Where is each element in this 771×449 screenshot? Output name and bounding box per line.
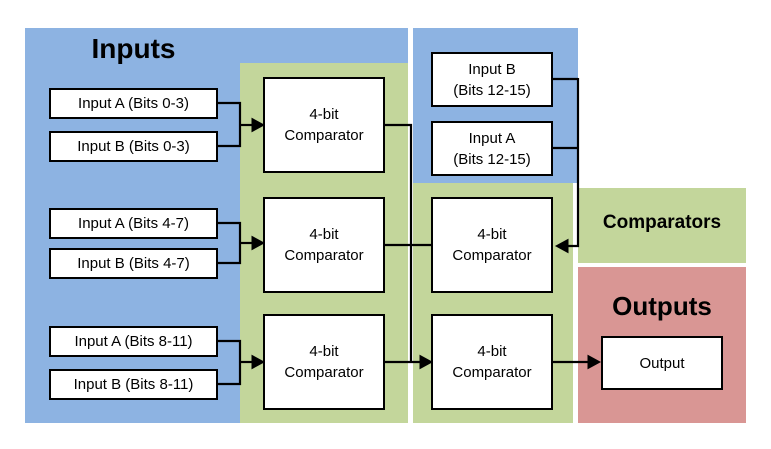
stage2-comparator-lower-box: 4-bit Comparator — [431, 314, 553, 410]
node-label: 4-bit — [477, 343, 507, 360]
comparators-region-label-area — [578, 188, 746, 263]
node-label: Comparator — [452, 364, 532, 381]
comparator-bits-4-7-box: 4-bit Comparator — [263, 197, 385, 293]
inputs-region-label: Inputs — [91, 33, 176, 64]
node-label: Input A (Bits 4-7) — [78, 215, 189, 232]
comparator-bits-0-3-box: 4-bit Comparator — [263, 77, 385, 173]
input-b-bits-0-3-box: Input B (Bits 0-3) — [49, 131, 218, 162]
node-label: Input B — [468, 60, 516, 78]
node-label: 4-bit — [477, 226, 507, 243]
input-b-bits-12-15-box: Input B (Bits 12-15) — [431, 52, 553, 107]
node-label: Comparator — [284, 364, 364, 381]
node-label: Input B (Bits 8-11) — [73, 376, 194, 393]
node-label: Comparator — [452, 247, 532, 264]
node-label: 4-bit — [309, 106, 339, 123]
input-b-bits-4-7-box: Input B (Bits 4-7) — [49, 248, 218, 279]
node-label: Input A (Bits 8-11) — [74, 333, 193, 350]
input-a-bits-0-3-box: Input A (Bits 0-3) — [49, 88, 218, 119]
node-label: Input A — [468, 129, 516, 147]
node-label: Comparator — [284, 127, 364, 144]
input-b-bits-8-11-box: Input B (Bits 8-11) — [49, 369, 218, 400]
node-label: 4-bit — [309, 226, 339, 243]
node-label: Output — [639, 354, 685, 372]
outputs-region-label: Outputs — [612, 291, 712, 321]
comparator-bits-8-11-box: 4-bit Comparator — [263, 314, 385, 410]
node-label: Input B (Bits 0-3) — [77, 138, 190, 155]
node-label: Comparator — [284, 247, 364, 264]
node-label: (Bits 12-15) — [453, 150, 531, 168]
node-label: Input B (Bits 4-7) — [77, 255, 190, 272]
node-label: (Bits 12-15) — [453, 81, 531, 99]
input-a-bits-12-15-box: Input A (Bits 12-15) — [431, 121, 553, 176]
input-a-bits-4-7-box: Input A (Bits 4-7) — [49, 208, 218, 239]
comparators-region-label: Comparators — [602, 212, 722, 233]
node-label: Input A (Bits 0-3) — [78, 95, 189, 112]
output-box: Output — [601, 336, 723, 390]
node-label: 4-bit — [309, 343, 339, 360]
input-a-bits-8-11-box: Input A (Bits 8-11) — [49, 326, 218, 357]
stage2-comparator-upper-box: 4-bit Comparator — [431, 197, 553, 293]
